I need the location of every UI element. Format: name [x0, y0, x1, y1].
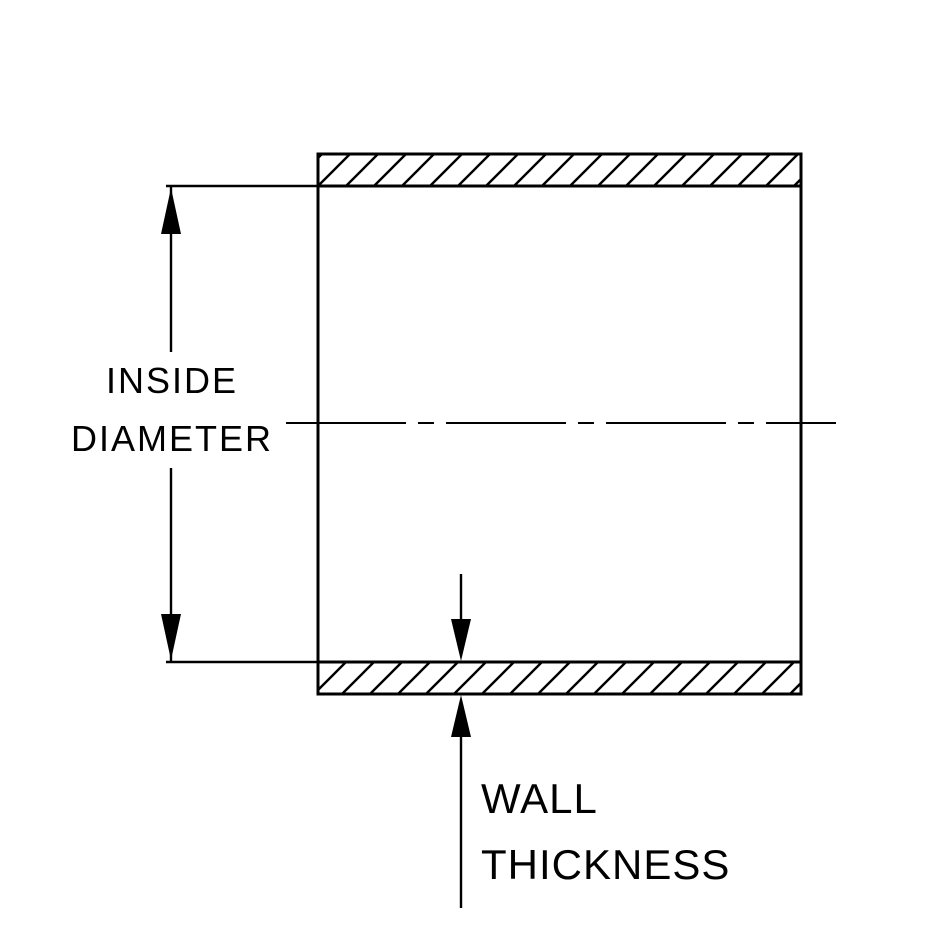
inside-diameter-arrowhead-up	[161, 188, 181, 234]
inside-diameter-label-line1: INSIDE	[105, 360, 239, 401]
wall-thickness-label-line2: THICKNESS	[481, 841, 731, 888]
wall-thickness-arrowhead-up	[451, 695, 471, 737]
wall-thickness-label: WALL THICKNESS	[481, 766, 730, 898]
top-wall-hatched	[316, 152, 803, 188]
bottom-wall-hatched	[316, 660, 803, 696]
wall-thickness-label-line1: WALL	[481, 775, 598, 822]
inside-diameter-label-line2: DIAMETER	[70, 418, 274, 459]
wall-thickness-arrowhead-down	[451, 619, 471, 661]
inside-diameter-arrowhead-down	[161, 614, 181, 660]
inside-diameter-label: INSIDE DIAMETER	[62, 352, 282, 468]
